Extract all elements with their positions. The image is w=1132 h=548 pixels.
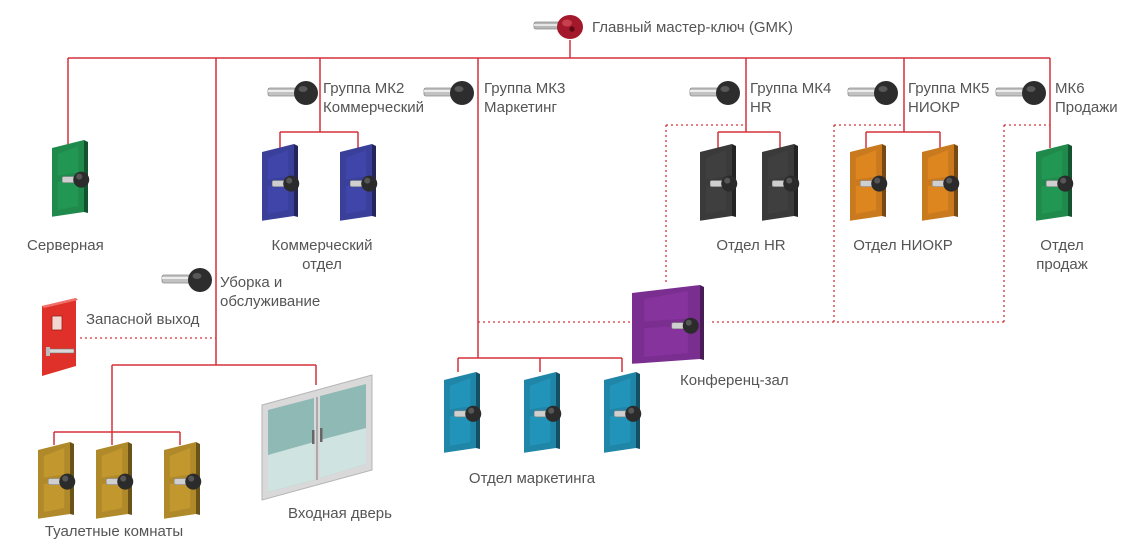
dotted-connector-lines [80, 124, 1050, 339]
room-server-label: Серверная [27, 237, 104, 254]
door-key-icon [859, 175, 888, 192]
group-mk2-label: Группа МК2 Коммерческий [323, 79, 424, 117]
rnd-door-2-icon [922, 144, 960, 221]
group-mk4-line2: HR [750, 99, 772, 116]
hr-door-1-icon [700, 144, 738, 221]
group-mk3-line2: Маркетинг [484, 99, 557, 116]
group-mk2-line2: Коммерческий [323, 99, 425, 116]
conference-door-icon [632, 285, 704, 364]
room-sales-line1: Отдел [1040, 237, 1084, 254]
commercial-door-1-icon [262, 144, 300, 221]
room-conference-label: Конференц-зал [680, 372, 789, 389]
room-sales-line2: продаж [1036, 256, 1088, 273]
marketing-door-2-icon [524, 372, 562, 453]
group-mk5-line1: Группа МК5 [908, 80, 990, 97]
room-commercial-line1: Коммерческий [271, 237, 373, 254]
marketing-door-1-icon [444, 372, 482, 453]
room-toilets-label: Туалетные комнаты [44, 523, 184, 540]
room-entrance-label: Входная дверь [288, 505, 392, 522]
room-sales-label: Отдел продаж [1036, 236, 1088, 274]
room-marketing-label: Отдел маркетинга [468, 470, 596, 487]
door-key-icon [533, 405, 562, 422]
group-mk6-line2: Продажи [1055, 99, 1118, 116]
room-emergency-label: Запасной выход [86, 311, 200, 328]
cleaning-key-icon [161, 268, 212, 292]
entrance-door-icon [261, 374, 373, 501]
toilet-door-3-icon [164, 442, 202, 519]
door-key-icon [671, 317, 699, 334]
connector-lines [53, 40, 1051, 445]
group-mk5-line2: НИОКР [908, 99, 961, 116]
group-key-mk3-icon [423, 81, 474, 105]
group-mk3-label: Группа МК3 Маркетинг [484, 79, 565, 117]
master-key-icon [533, 15, 583, 39]
door-key-icon [613, 405, 642, 422]
door-key-icon [105, 473, 134, 490]
commercial-door-2-icon [340, 144, 378, 221]
room-commercial-line2: отдел [302, 256, 342, 273]
room-rnd-label: Отдел НИОКР [853, 237, 953, 254]
group-key-mk2-icon [267, 81, 318, 105]
door-key-icon [47, 473, 76, 490]
group-mk5-label: Группа МК5 НИОКР [908, 79, 989, 117]
group-key-mk4-icon [689, 81, 740, 105]
door-key-icon [709, 175, 738, 192]
toilet-door-1-icon [38, 442, 76, 519]
sales-door-icon [1036, 144, 1074, 221]
cleaning-line2: обслуживание [220, 293, 321, 310]
room-hr-label: Отдел HR [716, 237, 786, 254]
rnd-door-1-icon [850, 144, 888, 221]
group-mk6-label: МК6 Продажи [1055, 79, 1118, 117]
emergency-exit-door-icon [42, 298, 78, 376]
door-key-icon [453, 405, 482, 422]
door-key-icon [173, 473, 202, 490]
door-key-icon [1045, 175, 1074, 192]
group-mk4-label: Группа МК4 HR [750, 79, 831, 117]
door-key-icon [771, 175, 800, 192]
door-key-icon [271, 175, 300, 192]
group-key-mk5-icon [847, 81, 898, 105]
group-mk2-line1: Группа МК2 [323, 80, 405, 97]
group-key-mk6-icon [995, 81, 1046, 105]
room-commercial-label: Коммерческий отдел [271, 236, 372, 274]
door-key-icon [61, 171, 90, 188]
cleaning-line1: Уборка и [220, 274, 283, 291]
hr-door-2-icon [762, 144, 800, 221]
toilet-door-2-icon [96, 442, 134, 519]
group-mk4-line1: Группа МК4 [750, 80, 832, 97]
doors-layer [38, 140, 1074, 519]
server-door-icon [52, 140, 90, 217]
group-mk3-line1: Группа МК3 [484, 80, 566, 97]
master-key-label: Главный мастер-ключ (GMK) [592, 19, 794, 36]
group-mk6-line1: МК6 [1055, 80, 1085, 97]
cleaning-label: Уборка и обслуживание [220, 273, 320, 311]
door-key-icon [349, 175, 378, 192]
door-key-icon [931, 175, 960, 192]
marketing-door-3-icon [604, 372, 642, 453]
